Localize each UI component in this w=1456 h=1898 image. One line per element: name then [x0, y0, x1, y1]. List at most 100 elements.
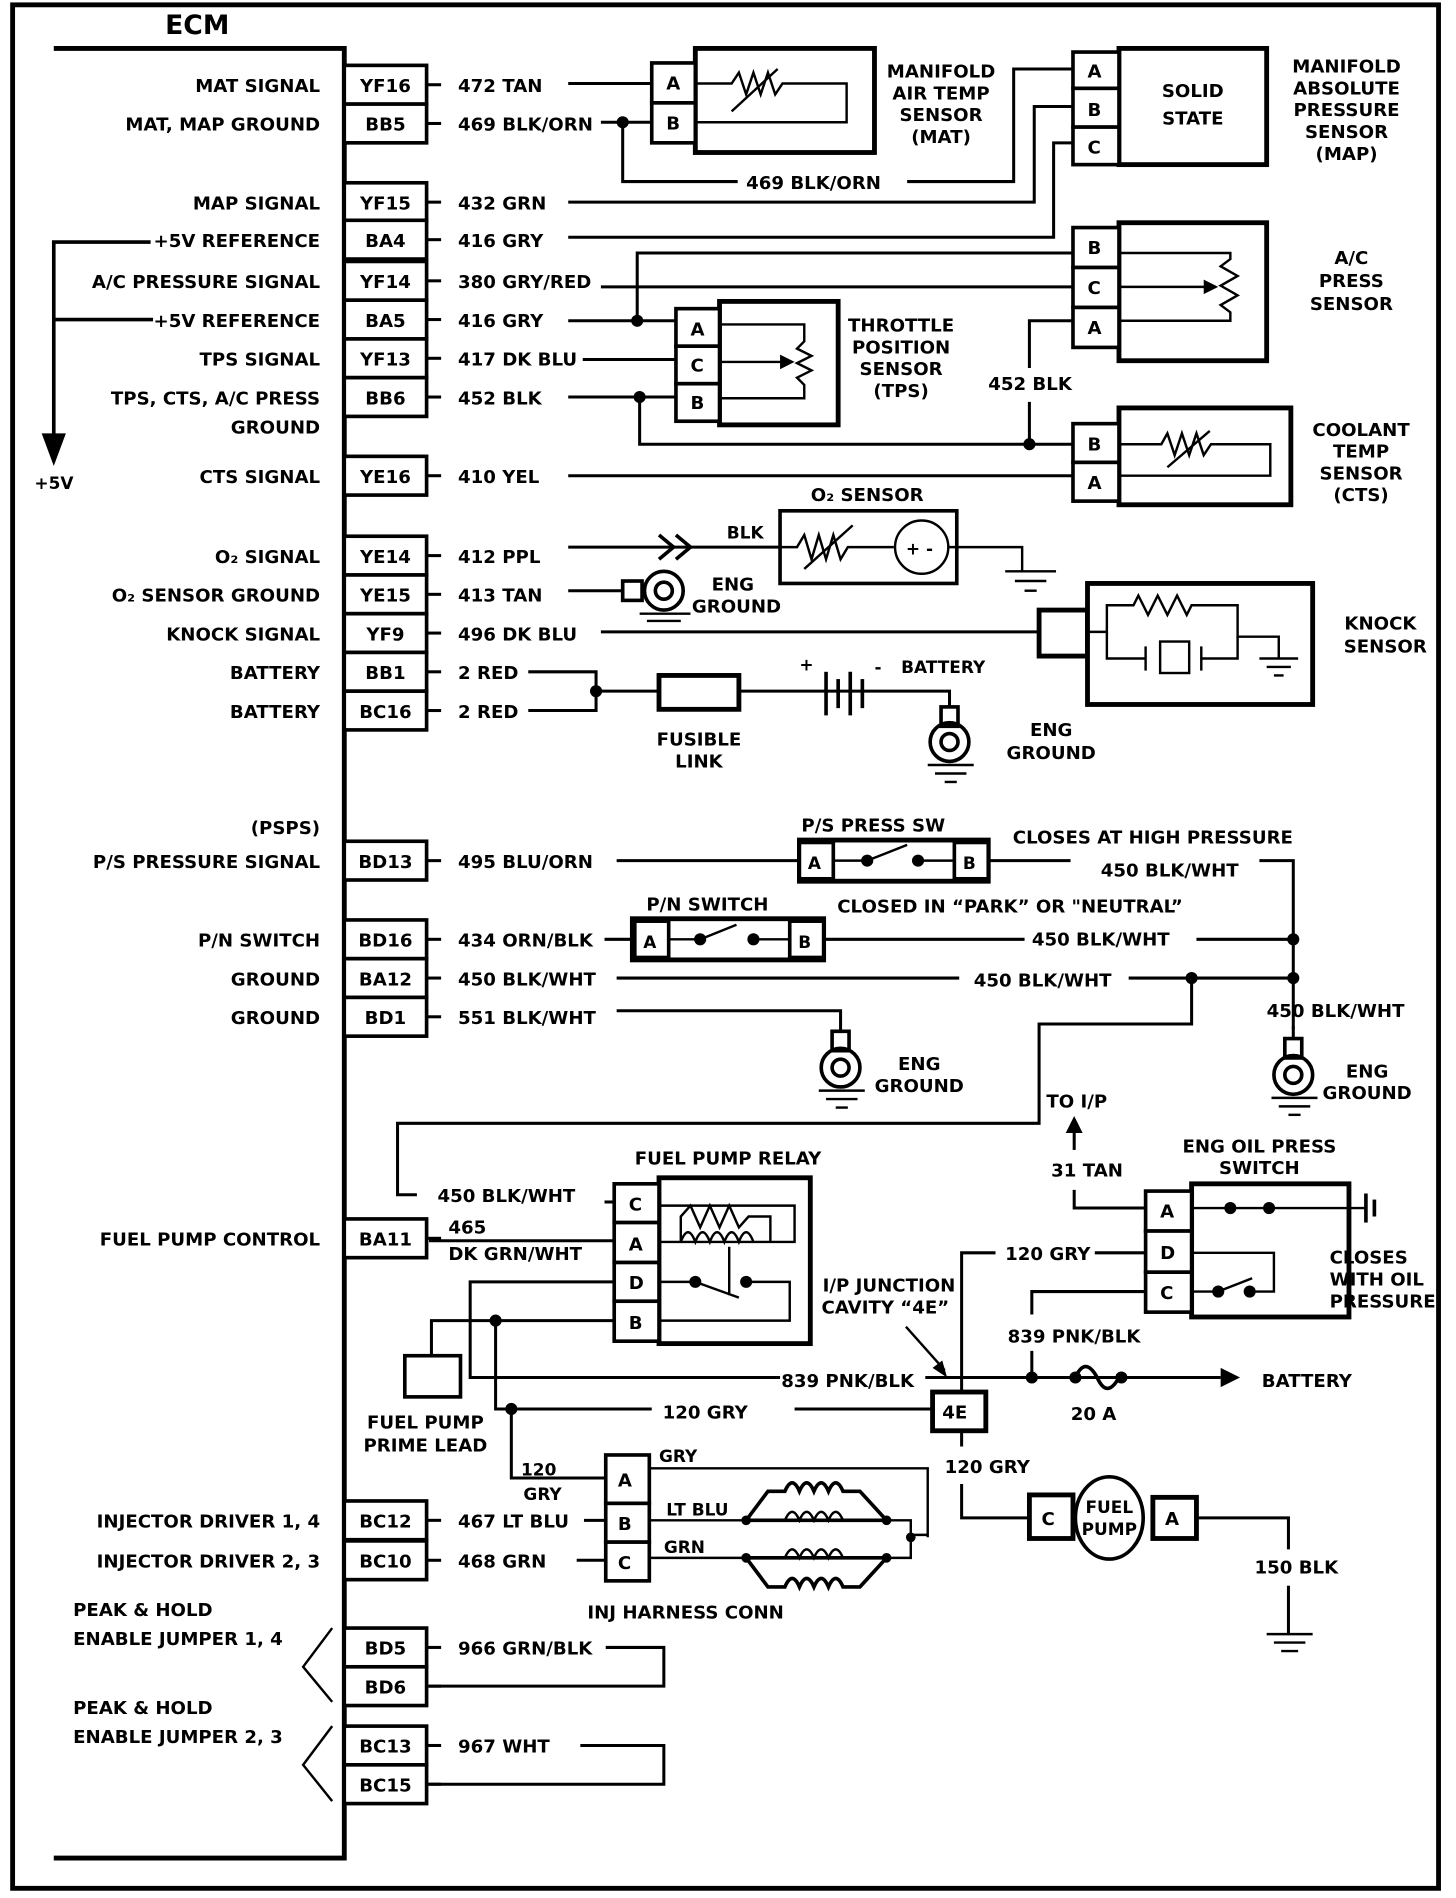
svg-text:B: B [629, 1313, 643, 1334]
coolant-temp-sensor: B A COOLANT TEMP SENSOR (CTS) [1071, 405, 1410, 508]
ecm-pin-id: BC16 [359, 702, 411, 723]
svg-text:KNOCK: KNOCK [1344, 613, 1417, 634]
svg-text:C: C [1088, 138, 1101, 159]
wire-label: 495 BLU/ORN [458, 852, 593, 873]
svg-text:SENSOR: SENSOR [1310, 294, 1393, 315]
ecm-title: ECM [165, 10, 229, 41]
eng-ground-o2: ENG GROUND [568, 569, 781, 623]
wire-label: 2 RED [458, 702, 518, 723]
wire-label: 2 RED [458, 663, 518, 684]
svg-text:P/N SWITCH: P/N SWITCH [646, 894, 768, 915]
mat-label: MANIFOLD AIR TEMP SENSOR (MAT) [887, 61, 995, 147]
pn-switch: P/N SWITCH CLOSED IN “PARK” OR "NEUTRAL”… [629, 894, 1183, 963]
wire-label: 410 YEL [458, 467, 540, 488]
ecm-pin-label-2: P/S PRESSURE SIGNAL [93, 852, 321, 873]
wire-label: 413 TAN [458, 586, 542, 607]
ecm-pin-label: O₂ SIGNAL [215, 547, 321, 568]
battery-arrow-label: BATTERY [1262, 1371, 1353, 1392]
svg-text:SENSOR: SENSOR [899, 105, 982, 126]
svg-text:450 BLK/WHT: 450 BLK/WHT [1267, 1001, 1405, 1022]
svg-text:465: 465 [448, 1217, 486, 1238]
ecm-pin-label: P/N SWITCH [198, 931, 320, 952]
ecm-pin-label: TPS SIGNAL [200, 350, 321, 371]
svg-text:DK GRN/WHT: DK GRN/WHT [448, 1244, 582, 1265]
svg-text:STATE: STATE [1162, 109, 1223, 130]
svg-text:FUSIBLE: FUSIBLE [657, 730, 742, 751]
ecm-pin-id: BC10 [359, 1552, 411, 1573]
svg-text:C: C [1160, 1283, 1173, 1304]
ip-junction: I/P JUNCTION CAVITY “4E” 4E [822, 1276, 989, 1434]
ac-pressure-sensor: B C A A/C PRESS SENSOR [1071, 220, 1393, 364]
ecm-pin-id: BC15 [359, 1775, 411, 1796]
wire-label: 412 PPL [458, 547, 541, 568]
o2-sensor: O₂ SENSOR BLK + - [727, 485, 1057, 592]
ecm-pin-id: BC12 [359, 1512, 411, 1533]
ecm-pin-id: YE15 [359, 586, 411, 607]
svg-text:D: D [629, 1273, 644, 1294]
svg-text:GRY: GRY [523, 1484, 562, 1504]
wire-label: 468 GRN [458, 1552, 546, 1573]
ecm-pin-id: BA11 [359, 1230, 412, 1251]
ecm-pin-label: PEAK & HOLD [73, 1698, 212, 1719]
svg-text:A: A [1088, 61, 1102, 82]
ecm-pin-id: YF16 [359, 76, 411, 97]
plus5v-label: +5V [34, 473, 74, 493]
wire-label: 467 LT BLU [458, 1512, 569, 1533]
ecm-pin-label-2: ENABLE JUMPER 2, 3 [73, 1727, 283, 1748]
svg-text:C: C [618, 1553, 631, 1574]
ecm-pin-id: YF14 [359, 272, 411, 293]
ecm-pin-id: BC13 [359, 1737, 411, 1758]
svg-text:GROUND: GROUND [1007, 743, 1096, 764]
svg-text:FUEL PUMP: FUEL PUMP [367, 1412, 484, 1433]
svg-text:A: A [629, 1234, 643, 1255]
svg-text:A: A [808, 853, 822, 873]
svg-text:A: A [1088, 473, 1102, 494]
svg-text:-: - [874, 657, 881, 677]
ecm-pin-label-2: GROUND [231, 417, 320, 438]
svg-text:GROUND: GROUND [875, 1076, 964, 1097]
svg-text:SENSOR: SENSOR [1344, 636, 1427, 657]
svg-text:B: B [798, 932, 811, 952]
fusible-link-icon [656, 673, 742, 712]
svg-text:O₂ SENSOR: O₂ SENSOR [811, 485, 924, 506]
ecm-pin-box [342, 337, 429, 380]
svg-text:GROUND: GROUND [692, 596, 781, 617]
svg-text:FUEL: FUEL [1085, 1497, 1133, 1517]
svg-text:A: A [643, 932, 657, 952]
ecm-pin-box [342, 1763, 429, 1806]
svg-text:PUMP: PUMP [1082, 1519, 1137, 1539]
wire-label: 380 GRY/RED [458, 272, 591, 293]
map-label: MANIFOLD ABSOLUTE PRESSURE SENSOR (MAP) [1292, 57, 1400, 165]
ps-pressure-switch: P/S PRESS SW CLOSES AT HIGH PRESSURE A B [796, 816, 1293, 884]
svg-text:A: A [666, 74, 680, 95]
svg-text:SOLID: SOLID [1162, 81, 1224, 102]
wire-label: 417 DK BLU [458, 350, 577, 371]
wire-452-label: 452 BLK [988, 374, 1073, 395]
svg-text:COOLANT: COOLANT [1312, 420, 1410, 441]
mat-sensor: A B MANIFOLD AIR TEMP SENSOR (MAT) [649, 45, 995, 155]
svg-text:CAVITY “4E”: CAVITY “4E” [822, 1297, 950, 1318]
svg-text:(MAP): (MAP) [1316, 144, 1378, 165]
ecm-pin-id: BA4 [365, 231, 406, 252]
svg-text:A: A [1165, 1509, 1179, 1530]
fuse-icon [1073, 1364, 1121, 1391]
ecm-pin-box [342, 534, 429, 577]
wire-label: 967 WHT [458, 1737, 550, 1758]
svg-text:A: A [618, 1470, 632, 1491]
svg-text:150 BLK: 150 BLK [1255, 1558, 1340, 1579]
ecm-pin-box [342, 1217, 429, 1260]
ecm-pin-id: BD16 [358, 931, 412, 952]
ecm-pin-id: YF13 [359, 350, 411, 371]
svg-text:C: C [1042, 1509, 1055, 1530]
svg-text:A: A [1088, 318, 1102, 339]
map-sensor: A B C SOLID STATE MANIFOLD ABSOLUTE PRES… [1071, 45, 1401, 168]
